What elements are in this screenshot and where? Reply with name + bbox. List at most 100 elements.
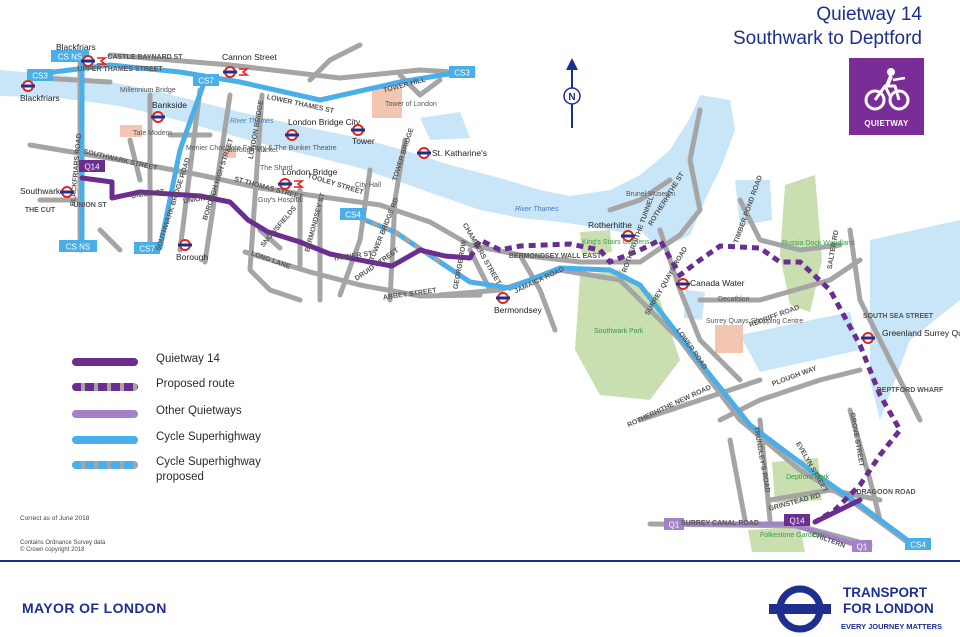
route-badge-box	[784, 514, 810, 526]
road-label: SNOWSFIELDS	[260, 205, 299, 249]
quietway-14-proposed	[467, 236, 904, 525]
road-label: SALTER RD	[827, 230, 841, 270]
tfl-tagline: EVERY JOURNEY MATTERS	[841, 622, 942, 631]
roundel-bar	[285, 133, 299, 137]
place-label: King's Stairs Gardens	[582, 239, 650, 246]
route-badge: Q1	[852, 540, 872, 552]
station: Blackfriars	[56, 42, 108, 67]
roundel-bar	[676, 282, 690, 286]
place-label: Tower of London	[385, 101, 437, 108]
station: London Bridge City	[285, 117, 361, 141]
shopping-centre	[715, 325, 743, 353]
borough-market	[222, 150, 236, 158]
route-badge-box	[134, 242, 160, 254]
route-badge-label: Q14	[789, 517, 805, 526]
copyright-note: © Crown copyright 2018	[20, 547, 85, 553]
cs3-route	[27, 62, 463, 103]
road-label: DEPTFORD WHARF	[877, 387, 944, 394]
quietway-badge-label: QUIETWAY	[864, 119, 909, 128]
station: St. Katharine's	[417, 147, 487, 159]
station: Cannon Street	[222, 52, 277, 78]
roundel-bar	[278, 182, 292, 186]
route-badge-label: CS3	[32, 72, 48, 81]
roundel-bar	[81, 59, 95, 63]
legend-swatch	[72, 358, 138, 366]
road-label: UPPER THAMES STREET	[77, 66, 163, 73]
place-label: Brunel Museum	[626, 191, 675, 198]
river-thames	[0, 70, 735, 245]
station: Rotherhithe	[588, 220, 635, 242]
route-badge: CS4	[340, 208, 366, 220]
national-rail-icon	[239, 68, 250, 76]
place-label: Russia Dock Woodland	[782, 240, 855, 247]
cyclist-icon	[864, 68, 910, 111]
route-badge-box	[664, 518, 684, 530]
station-label: Blackfriars	[56, 42, 96, 52]
route-badge-label: Q1	[857, 543, 868, 552]
place-label: The Shard	[260, 165, 293, 172]
national-rail-icon	[294, 180, 305, 188]
station: Southwark	[20, 186, 74, 198]
route-badge-box	[852, 540, 872, 552]
route-badge-label: CS7	[139, 245, 155, 254]
route-badge-label: CS4	[345, 211, 361, 220]
route-badge-label: Q1	[669, 521, 680, 530]
station-label: Borough	[176, 252, 208, 262]
road-label: UNION ST	[183, 194, 218, 206]
roundel-bar	[351, 128, 365, 132]
road-label: UNION ST	[73, 202, 107, 209]
route-badge-box	[79, 160, 105, 172]
route-badge-box	[59, 240, 97, 252]
route-badge-label: CS7	[198, 77, 214, 86]
place-label: Millennium Bridge	[120, 87, 176, 94]
legend-swatch	[72, 383, 138, 391]
tfl-roundel-icon	[769, 585, 831, 633]
route-badge: CS7	[193, 74, 219, 86]
station: Blackfriars	[20, 80, 60, 103]
folkestone-gardens	[748, 527, 805, 552]
kings-stairs-gardens	[580, 230, 612, 255]
tate-modern	[120, 125, 142, 137]
station-label: London Bridge	[282, 167, 338, 177]
station: Bermondsey	[494, 292, 542, 315]
station-label: Cannon Street	[222, 52, 277, 62]
correct-note: Correct as of June 2018	[20, 515, 90, 522]
russia-dock-woodland	[780, 175, 822, 312]
dock-water	[740, 312, 860, 372]
roundel-bar	[861, 336, 875, 340]
place-label: Folkestone Gardens	[760, 532, 824, 539]
legend-swatch	[72, 410, 138, 418]
route-badge-box	[193, 74, 219, 86]
road-label: UNION ST	[131, 189, 166, 201]
dock-water	[420, 112, 470, 140]
route-badge: CS3	[27, 69, 53, 81]
legend-swatch	[72, 436, 138, 444]
road-label: BERMONDSEY ST	[304, 192, 327, 253]
route-badge-label: CS3	[454, 69, 470, 78]
roundel-bar	[178, 243, 192, 247]
road-label: BERMONDSEY WALL EAST	[509, 253, 602, 260]
cycle-superhighways	[27, 55, 913, 545]
place-label: Tate Modern	[133, 130, 172, 137]
route-badge: Q14	[79, 160, 105, 172]
roundel-bar	[621, 234, 635, 238]
route-badge: CS NS	[51, 50, 89, 62]
route-badge: CS3	[449, 66, 475, 78]
os-note: Contains Ordnance Survey data	[20, 540, 106, 546]
roundel-bar	[21, 84, 35, 88]
legend-label: Quietway 14	[156, 353, 220, 365]
road-label: THE CUT	[25, 207, 56, 214]
route-badge-label: CS4	[910, 541, 926, 550]
road-label: SOUTH SEA STREET	[863, 313, 934, 320]
quietway-14-route	[812, 497, 863, 525]
station-label: Southwark	[20, 186, 61, 196]
place-label: Menier Chocolate Factory & The Bunker Th…	[186, 145, 337, 152]
map-subtitle: Southwark to Deptford	[732, 28, 922, 49]
legend-swatch	[72, 461, 138, 469]
quietway-14-route	[79, 175, 473, 269]
legend-label: Other Quietways	[156, 405, 242, 417]
station: Tower	[351, 124, 375, 146]
